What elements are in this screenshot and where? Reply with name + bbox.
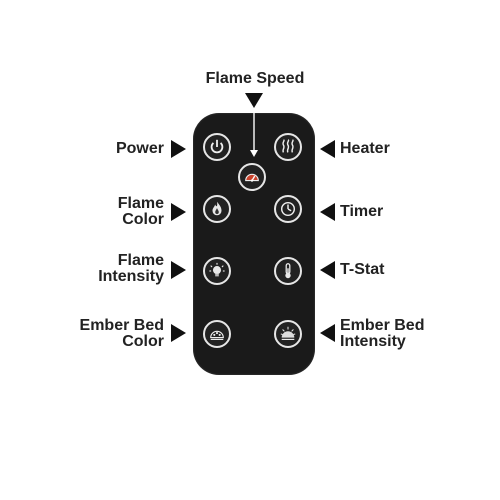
ember-bed-icon bbox=[210, 330, 224, 340]
ember-bed-color-button[interactable] bbox=[203, 320, 231, 348]
timer-button[interactable] bbox=[274, 195, 302, 223]
label-timer: Timer bbox=[340, 203, 384, 220]
arrow-ember-bed-intensity bbox=[320, 324, 335, 342]
ember-bed-intensity-icon bbox=[280, 326, 296, 340]
arrow-power bbox=[171, 140, 186, 158]
power-button[interactable] bbox=[203, 133, 231, 161]
arrow-flame-color bbox=[171, 203, 186, 221]
bulb-icon bbox=[209, 262, 225, 277]
label-power: Power bbox=[115, 140, 164, 157]
heat-waves-icon bbox=[282, 139, 294, 153]
heater-button[interactable] bbox=[274, 133, 302, 161]
ember-bed-intensity-button[interactable] bbox=[274, 320, 302, 348]
thermometer-icon bbox=[285, 263, 291, 279]
arrow-heater bbox=[320, 140, 335, 158]
arrow-timer bbox=[320, 203, 335, 221]
flame-color-button[interactable] bbox=[203, 195, 231, 223]
clock-icon bbox=[280, 201, 296, 217]
speedometer-icon bbox=[245, 173, 259, 182]
label-heater: Heater bbox=[340, 140, 390, 157]
flame-speed-button[interactable] bbox=[238, 163, 266, 191]
flame-icon bbox=[212, 201, 222, 216]
arrow-flame-speed bbox=[245, 93, 263, 108]
flame-intensity-button[interactable] bbox=[203, 257, 231, 285]
tstat-button[interactable] bbox=[274, 257, 302, 285]
arrow-ember-bed-color bbox=[171, 324, 186, 342]
label-flame-speed: Flame Speed bbox=[205, 70, 305, 87]
label-tstat: T-Stat bbox=[340, 261, 385, 278]
power-icon bbox=[210, 139, 224, 154]
arrow-flame-intensity bbox=[171, 261, 186, 279]
arrow-tstat bbox=[320, 261, 335, 279]
